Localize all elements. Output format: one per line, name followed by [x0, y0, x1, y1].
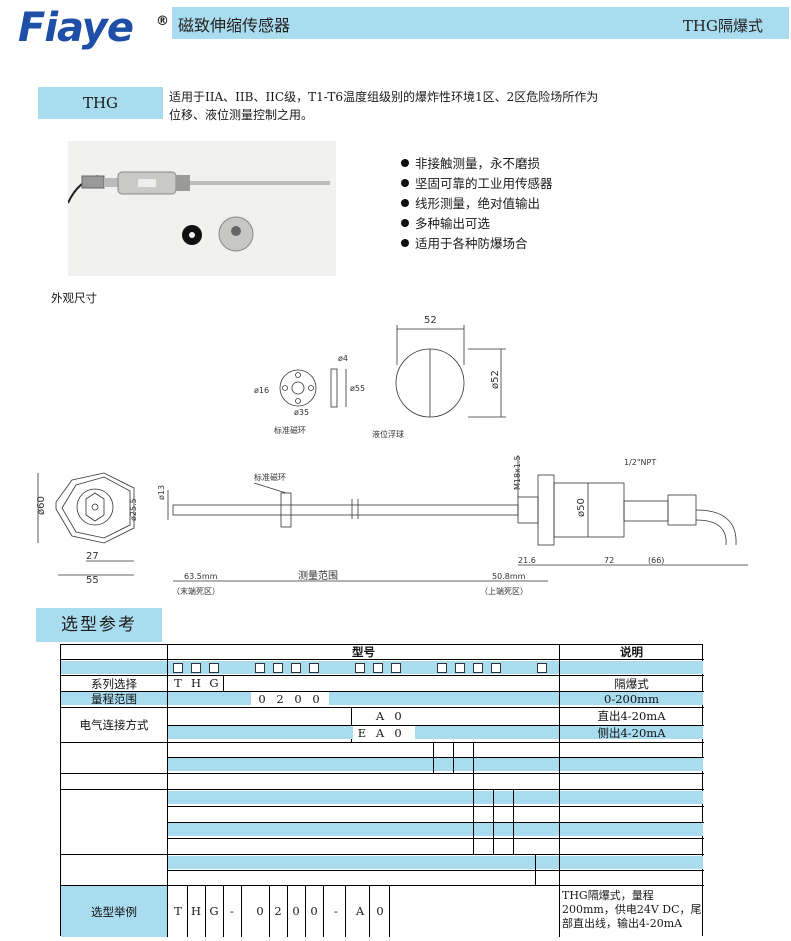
dim-27: 27 [86, 551, 99, 562]
intro-text: 适用于IIA、IIB、IIC级，T1-T6温度组级别的爆炸性环境1区、2区危险场… [169, 88, 659, 124]
registered-mark: ® [156, 14, 169, 29]
brand-logo-text: Fiaye [18, 5, 134, 51]
intro-line-2: 位移、液位测量控制之用。 [169, 108, 314, 122]
sensor-side-drawing: ø13 标准磁环 M18x1.5 ø50 1/2"NPT 21.6 72 (66… [157, 455, 748, 596]
dim-m18: M18x1.5 [513, 455, 522, 490]
range-label: 量程范围 [91, 692, 137, 706]
connection-desc-a: 直出4-20mA [597, 709, 666, 723]
dim-d60: ø60 [36, 496, 47, 515]
connection-desc-b: 侧出4-20mA [597, 726, 666, 740]
dim-npt: 1/2"NPT [624, 458, 656, 467]
feature-item: 多种输出可选 [401, 214, 553, 234]
selection-tab: 选型参考 [36, 608, 162, 642]
dim-55: 55 [86, 575, 99, 586]
dim-d52: ø52 [490, 370, 501, 389]
feature-item: 非接触测量，永不磨损 [401, 154, 553, 174]
feature-list: 非接触测量，永不磨损 坚固可靠的工业用传感器 线形测量，绝对值输出 多种输出可选… [401, 154, 553, 254]
magnet-ring-drawing: 标准磁环 ø16 ø35 ø4 ø55 [254, 354, 365, 435]
feature-item: 适用于各种防爆场合 [401, 234, 553, 254]
hex-head-drawing: ø60 ø25.5 27 55 [36, 472, 138, 586]
dim-d4: ø4 [338, 354, 348, 363]
sensor-photo-illustration [67, 171, 330, 252]
dim-66: (66) [648, 556, 664, 565]
range-desc: 0-200mm [604, 692, 659, 706]
intro-line-1: 适用于IIA、IIB、IIC级，T1-T6温度组级别的爆炸性环境1区、2区危险场… [169, 90, 599, 104]
model-tag: THG [38, 87, 163, 119]
dim-d50: ø50 [576, 498, 587, 517]
model-header: 型号 [352, 645, 375, 659]
dim-range: 测量范围 [298, 569, 338, 582]
brand-logo: Fiaye ® [18, 6, 170, 50]
feature-item: 坚固可靠的工业用传感器 [401, 174, 553, 194]
dim-52: 52 [424, 315, 437, 326]
dim-d16: ø16 [254, 386, 269, 395]
example-label: 选型举例 [91, 904, 137, 919]
dim-d35: ø35 [294, 408, 309, 417]
dimensions-label: 外观尺寸 [51, 291, 97, 305]
end-dead-zone: （末端死区） [172, 586, 220, 596]
example-desc: THG隔爆式，量程200mm，供电24V DC，尾部直出线，输出4-20mA [562, 889, 702, 930]
feature-item: 线形测量，绝对值输出 [401, 194, 553, 214]
header-bar: 磁致伸缩传感器 THG隔爆式 [172, 7, 789, 39]
connection-label: 电气连接方式 [79, 718, 149, 732]
range-code: 0 2 0 0 [251, 692, 329, 706]
selection-table: 型号 说明 系列选择 T H G 隔爆式 量程范围 0 2 0 0 0-200m… [60, 644, 704, 937]
dim-72: 72 [604, 556, 614, 565]
dim-216: 21.6 [518, 556, 536, 565]
connection-code-b: E A 0 [353, 726, 415, 740]
dim-635: 63.5mm [184, 572, 218, 581]
series-desc: 隔爆式 [614, 676, 649, 691]
ring-caption: 标准磁环 [274, 425, 306, 435]
series-label: 系列选择 [91, 676, 137, 691]
magnet-caption: 标准磁环 [254, 472, 286, 482]
dim-d25: ø25.5 [129, 498, 138, 521]
ball-caption: 液位浮球 [372, 429, 404, 439]
model-title: THG隔爆式 [682, 17, 763, 35]
desc-header: 说明 [620, 645, 643, 659]
dim-d55: ø55 [350, 384, 365, 393]
top-dead-zone: （上端死区） [480, 586, 528, 596]
dim-d13: ø13 [157, 485, 166, 500]
dimension-drawing: 标准磁环 ø16 ø35 ø4 ø55 52 ø52 液位浮球 ø60 ø25.… [36, 315, 748, 596]
page-title: 磁致伸缩传感器 [178, 16, 291, 35]
float-ball-drawing: 52 ø52 液位浮球 [372, 315, 506, 439]
dim-508: 50.8mm [492, 572, 526, 581]
product-photo [67, 141, 336, 276]
